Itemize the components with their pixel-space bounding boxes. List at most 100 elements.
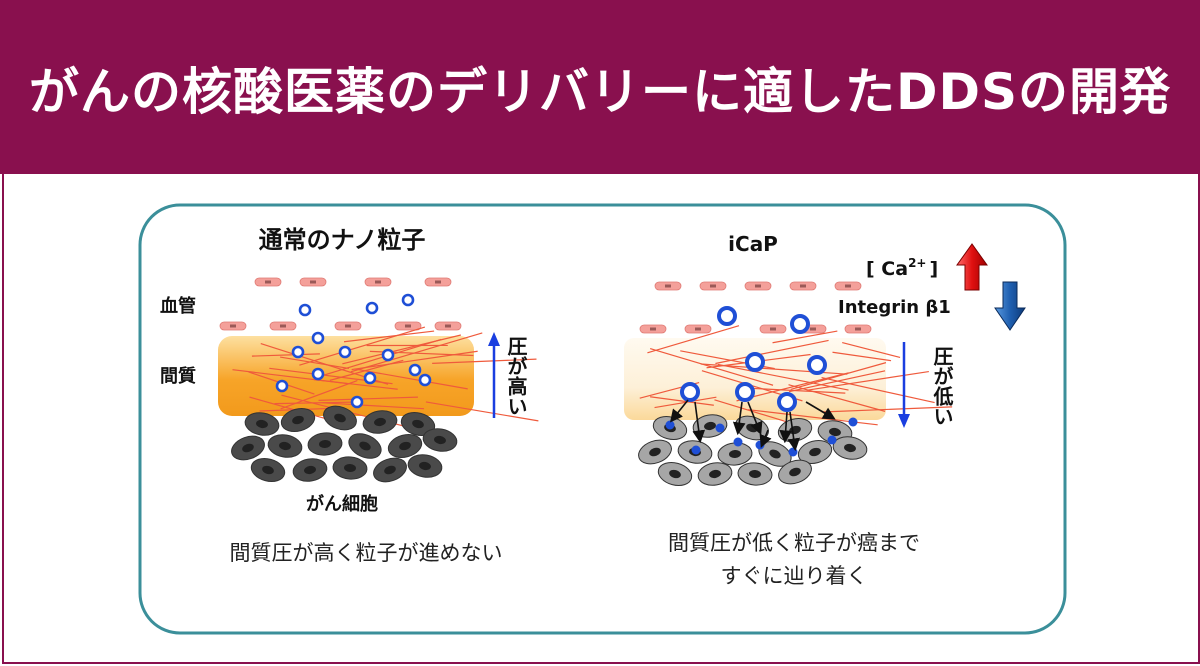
nanoparticle-icon [401, 293, 415, 307]
left-label-pressure: 圧が高い [504, 336, 528, 416]
cancer-cell-icon [373, 457, 407, 483]
vessel-cell-nucleus [755, 284, 761, 288]
right-label-pressure: 圧が低い [930, 346, 954, 426]
vessel-cell-nucleus [855, 327, 861, 331]
stroma-fiber [350, 332, 483, 373]
left-label-cancer: がん細胞 [306, 493, 378, 515]
vessel-cell-nucleus [445, 324, 451, 328]
vessel-cell-nucleus [695, 327, 701, 331]
stroma-fiber [251, 353, 320, 357]
left-label-vessel: 血管 [160, 295, 196, 317]
nanoparticle-icon [298, 303, 312, 317]
delivered-particle-dot [715, 423, 725, 433]
stroma-fiber [788, 370, 886, 393]
vessel-cell-nucleus [280, 324, 286, 328]
penetration-arrow [787, 411, 801, 452]
stroma-fiber [842, 341, 901, 359]
stroma-fiber [354, 368, 468, 390]
nanoparticle-icon [381, 348, 395, 362]
right-caption-line1: 間質圧が低く粒子が癌まで [668, 531, 920, 555]
icap-particle-icon [735, 382, 755, 402]
icap-particle-icon [790, 314, 810, 334]
cancer-cell-icon [407, 454, 443, 478]
stroma-fiber [832, 351, 892, 362]
cancer-cell-icon [697, 462, 733, 486]
stroma-fiber [736, 372, 849, 402]
stroma-fiber [299, 326, 426, 366]
vessel-cell-nucleus [810, 327, 816, 331]
cancer-cell-icon [832, 436, 868, 460]
cancer-cell-icon [323, 405, 357, 431]
down-arrow-icon [898, 414, 910, 428]
nanoparticle-icon [275, 379, 289, 393]
up-arrow-icon [488, 332, 500, 346]
stroma-fiber [790, 362, 887, 390]
penetration-arrow [747, 401, 763, 435]
cancer-cell-icon [244, 412, 280, 436]
stroma-fiber [715, 339, 829, 365]
vessel-cell-nucleus [265, 280, 271, 284]
cancer-cell-icon [797, 439, 833, 465]
penetration-arrow [670, 399, 689, 423]
penetration-arrow [805, 401, 836, 420]
cancer-cell-icon [307, 432, 343, 456]
delivered-particle-dot [788, 447, 798, 457]
vessel-cell-nucleus [845, 284, 851, 288]
right-penetration-arrows [670, 399, 836, 452]
stroma-fiber [807, 370, 929, 391]
stroma-fiber [342, 334, 462, 365]
vessel-cell-nucleus [710, 284, 716, 288]
cancer-cell-icon [362, 410, 398, 434]
cancer-cell-icon [292, 458, 328, 482]
up-arrow-icon [956, 243, 988, 291]
left-nanoparticles [275, 293, 432, 409]
right-label-ca: [ Ca2+] [866, 256, 938, 280]
vessel-cell-nucleus [310, 280, 316, 284]
stroma-fiber [821, 406, 953, 413]
penetration-arrow [779, 411, 793, 444]
cancer-cell-icon [348, 433, 382, 459]
stroma-fiber [432, 358, 537, 364]
left-panel: 通常のナノ粒子 血管 間質 圧が高い がん細胞 間質圧が高く粒子が進めない [160, 226, 539, 565]
stroma-fiber [772, 330, 838, 344]
delivered-particle-dot [827, 435, 837, 445]
vessel-cell-nucleus [405, 324, 411, 328]
cancer-cell-icon [422, 428, 458, 452]
right-caption-line2: すぐに辿り着く [721, 564, 868, 588]
icap-particle-icon [745, 352, 765, 372]
stroma-fiber [717, 363, 849, 391]
vessel-cell-nucleus [800, 284, 806, 288]
right-panel-title: iCaP [728, 232, 778, 256]
vessel-cell-nucleus [665, 284, 671, 288]
nanoparticle-icon [311, 367, 325, 381]
stroma-fiber [232, 369, 348, 385]
stroma-fiber [274, 401, 356, 405]
stroma-fiber [322, 402, 425, 410]
stroma-fiber [425, 401, 539, 422]
delivered-particle-dot [733, 437, 743, 447]
cancer-cell-icon [778, 459, 812, 485]
stroma-fiber [650, 396, 714, 406]
stroma-fiber [788, 384, 886, 412]
delivered-particle-dot [848, 417, 858, 427]
nanoparticle-icon [338, 345, 352, 359]
delivered-particle-dot [691, 445, 701, 455]
stroma-fiber [279, 356, 350, 369]
vessel-cell-nucleus [650, 327, 656, 331]
penetration-arrow [732, 401, 746, 436]
left-vessel-cells [219, 277, 462, 331]
icap-particle-icon [717, 306, 737, 326]
delivered-particle-dot [665, 420, 675, 430]
vessel-cell-nucleus [435, 280, 441, 284]
left-cancer-cells [231, 405, 458, 483]
right-vessel-cells [639, 281, 872, 334]
right-icap-particles [665, 306, 858, 457]
nanoparticle-icon [363, 371, 377, 385]
left-panel-title: 通常のナノ粒子 [259, 226, 426, 254]
stroma-fiber [821, 376, 935, 404]
page-title: がんの核酸医薬のデリバリーに適したDDSの開発 [28, 63, 1172, 121]
nanoparticle-icon [365, 301, 379, 315]
nanoparticle-icon [311, 331, 325, 345]
icap-particle-icon [680, 382, 700, 402]
